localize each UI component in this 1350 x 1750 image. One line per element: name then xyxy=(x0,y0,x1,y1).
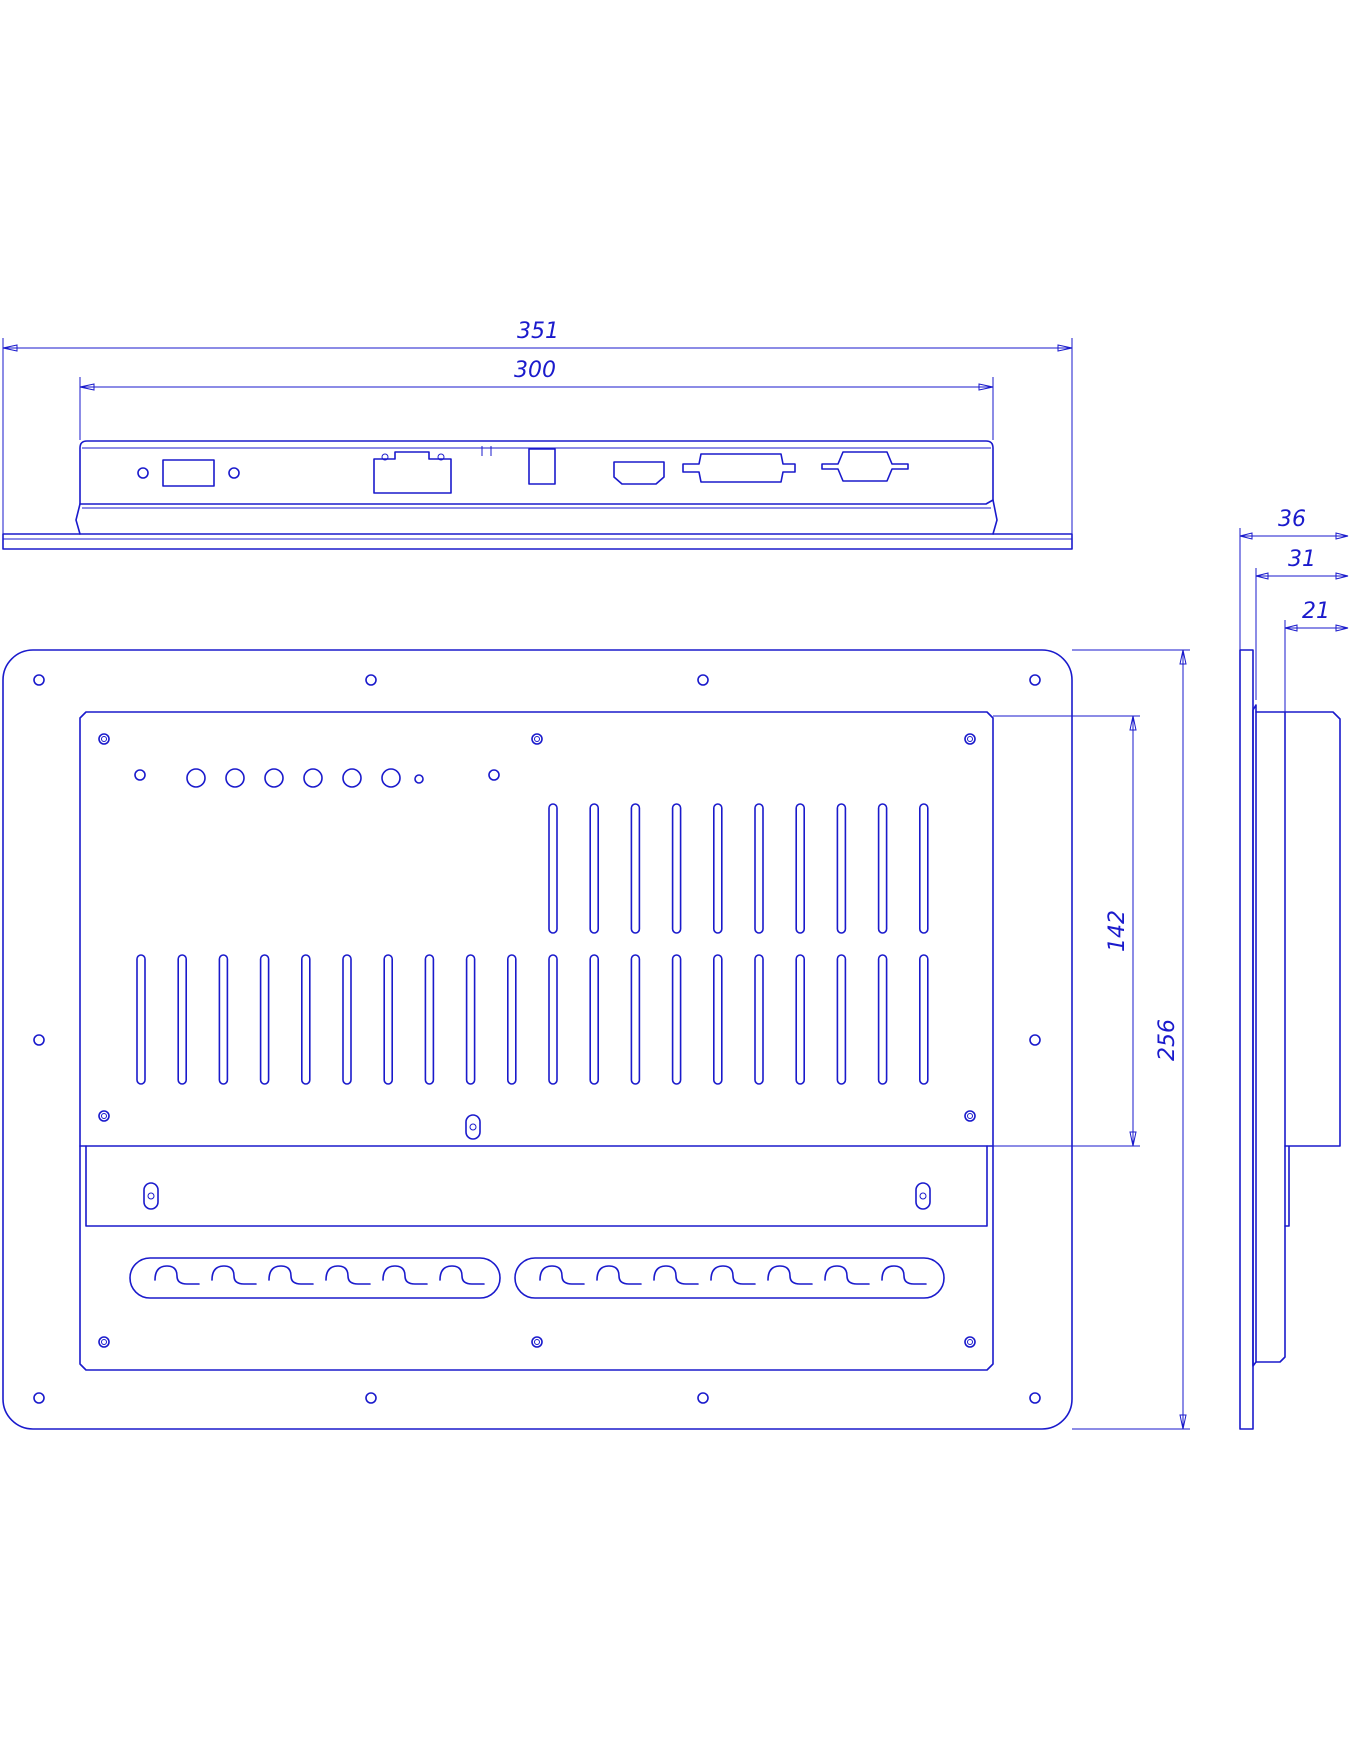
vent-slot xyxy=(918,954,929,1085)
cable-tie-notch xyxy=(211,1265,257,1285)
vent-slot xyxy=(136,954,146,1085)
bezel-plate-top xyxy=(2,533,1073,550)
vent-slot xyxy=(300,954,311,1085)
cable-tie-notch xyxy=(881,1265,927,1285)
dimension-overall-height: 256 xyxy=(1072,649,1190,1430)
vent-slot xyxy=(259,954,270,1085)
bezel-mounting-holes xyxy=(33,674,1041,1404)
vent-slot xyxy=(877,954,888,1085)
vent-slot xyxy=(877,803,888,934)
center-latch xyxy=(465,1114,481,1140)
cable-tie-notch xyxy=(710,1265,756,1285)
cable-tie-notch xyxy=(439,1265,485,1285)
cable-tie-waves xyxy=(154,1265,927,1285)
vent-slot xyxy=(589,954,600,1085)
vent-slot xyxy=(712,954,723,1085)
vent-slot xyxy=(218,954,229,1085)
vent-slot xyxy=(506,954,517,1085)
rear-view: 142 256 xyxy=(2,649,1190,1430)
side-bezel xyxy=(1239,649,1254,1430)
cable-tie-notch xyxy=(382,1265,428,1285)
dimension-panel-height: 142 xyxy=(993,715,1140,1147)
vent-slot xyxy=(836,954,847,1085)
dimension-label-36: 36 xyxy=(1278,507,1306,532)
cable-tie-notch xyxy=(268,1265,314,1285)
cable-tie-notch xyxy=(154,1265,200,1285)
vent-slot xyxy=(671,954,682,1085)
vent-slot xyxy=(177,954,187,1085)
vent-slot xyxy=(589,803,600,934)
vent-slot xyxy=(754,954,764,1085)
dimension-label-31: 31 xyxy=(1288,547,1316,572)
bracket-slot-right xyxy=(915,1182,931,1210)
cable-tie-notch xyxy=(325,1265,371,1285)
dimension-overall-width: 351 xyxy=(2,319,1073,540)
rear-housing-outline xyxy=(79,711,994,1371)
vent-slot xyxy=(836,803,847,934)
housing-top-outline xyxy=(79,440,994,505)
dimension-label-300: 300 xyxy=(514,358,556,383)
vent-slot xyxy=(383,954,394,1085)
top-view: 351 300 xyxy=(2,319,1073,550)
dimension-label-142: 142 xyxy=(1105,910,1130,952)
control-holes xyxy=(134,768,500,788)
cable-tie-notch xyxy=(653,1265,699,1285)
cable-tie-notch xyxy=(539,1265,585,1285)
dimension-panel-width: 300 xyxy=(79,358,994,440)
vent-slot xyxy=(465,954,476,1085)
power-connector xyxy=(373,451,452,494)
side-view: 36 31 21 xyxy=(1239,507,1349,1430)
usb-port xyxy=(528,448,556,485)
dimension-label-21: 21 xyxy=(1302,599,1330,624)
cable-tie-notch xyxy=(824,1265,870,1285)
dimension-label-351: 351 xyxy=(517,319,559,344)
vent-slot xyxy=(671,803,682,934)
dimension-label-256: 256 xyxy=(1155,1019,1180,1061)
vent-slot xyxy=(424,954,435,1085)
vent-slot xyxy=(630,803,641,934)
vent-slot xyxy=(795,803,806,934)
top-view-connectors xyxy=(137,446,909,494)
vent-slot xyxy=(548,803,558,934)
bezel-outline xyxy=(2,649,1073,1430)
side-housing xyxy=(1252,704,1257,1367)
cable-tie-notch xyxy=(596,1265,642,1285)
hdmi-port xyxy=(613,461,665,485)
vent-slot xyxy=(342,954,352,1085)
vga-port xyxy=(821,451,909,482)
cable-tie-cutout-left xyxy=(129,1257,501,1299)
ventilation-slots xyxy=(136,803,929,1085)
cable-tie-notch xyxy=(767,1265,813,1285)
vent-slot xyxy=(918,803,929,934)
dvi-port xyxy=(682,453,796,483)
vent-slot xyxy=(630,954,641,1085)
vent-slot xyxy=(795,954,806,1085)
vent-slot xyxy=(712,803,723,934)
vent-slot xyxy=(754,803,764,934)
bracket-slot-left xyxy=(143,1182,159,1210)
cable-tie-cutout-right xyxy=(514,1257,945,1299)
vent-slot xyxy=(548,954,558,1085)
housing-screws xyxy=(98,733,976,1348)
